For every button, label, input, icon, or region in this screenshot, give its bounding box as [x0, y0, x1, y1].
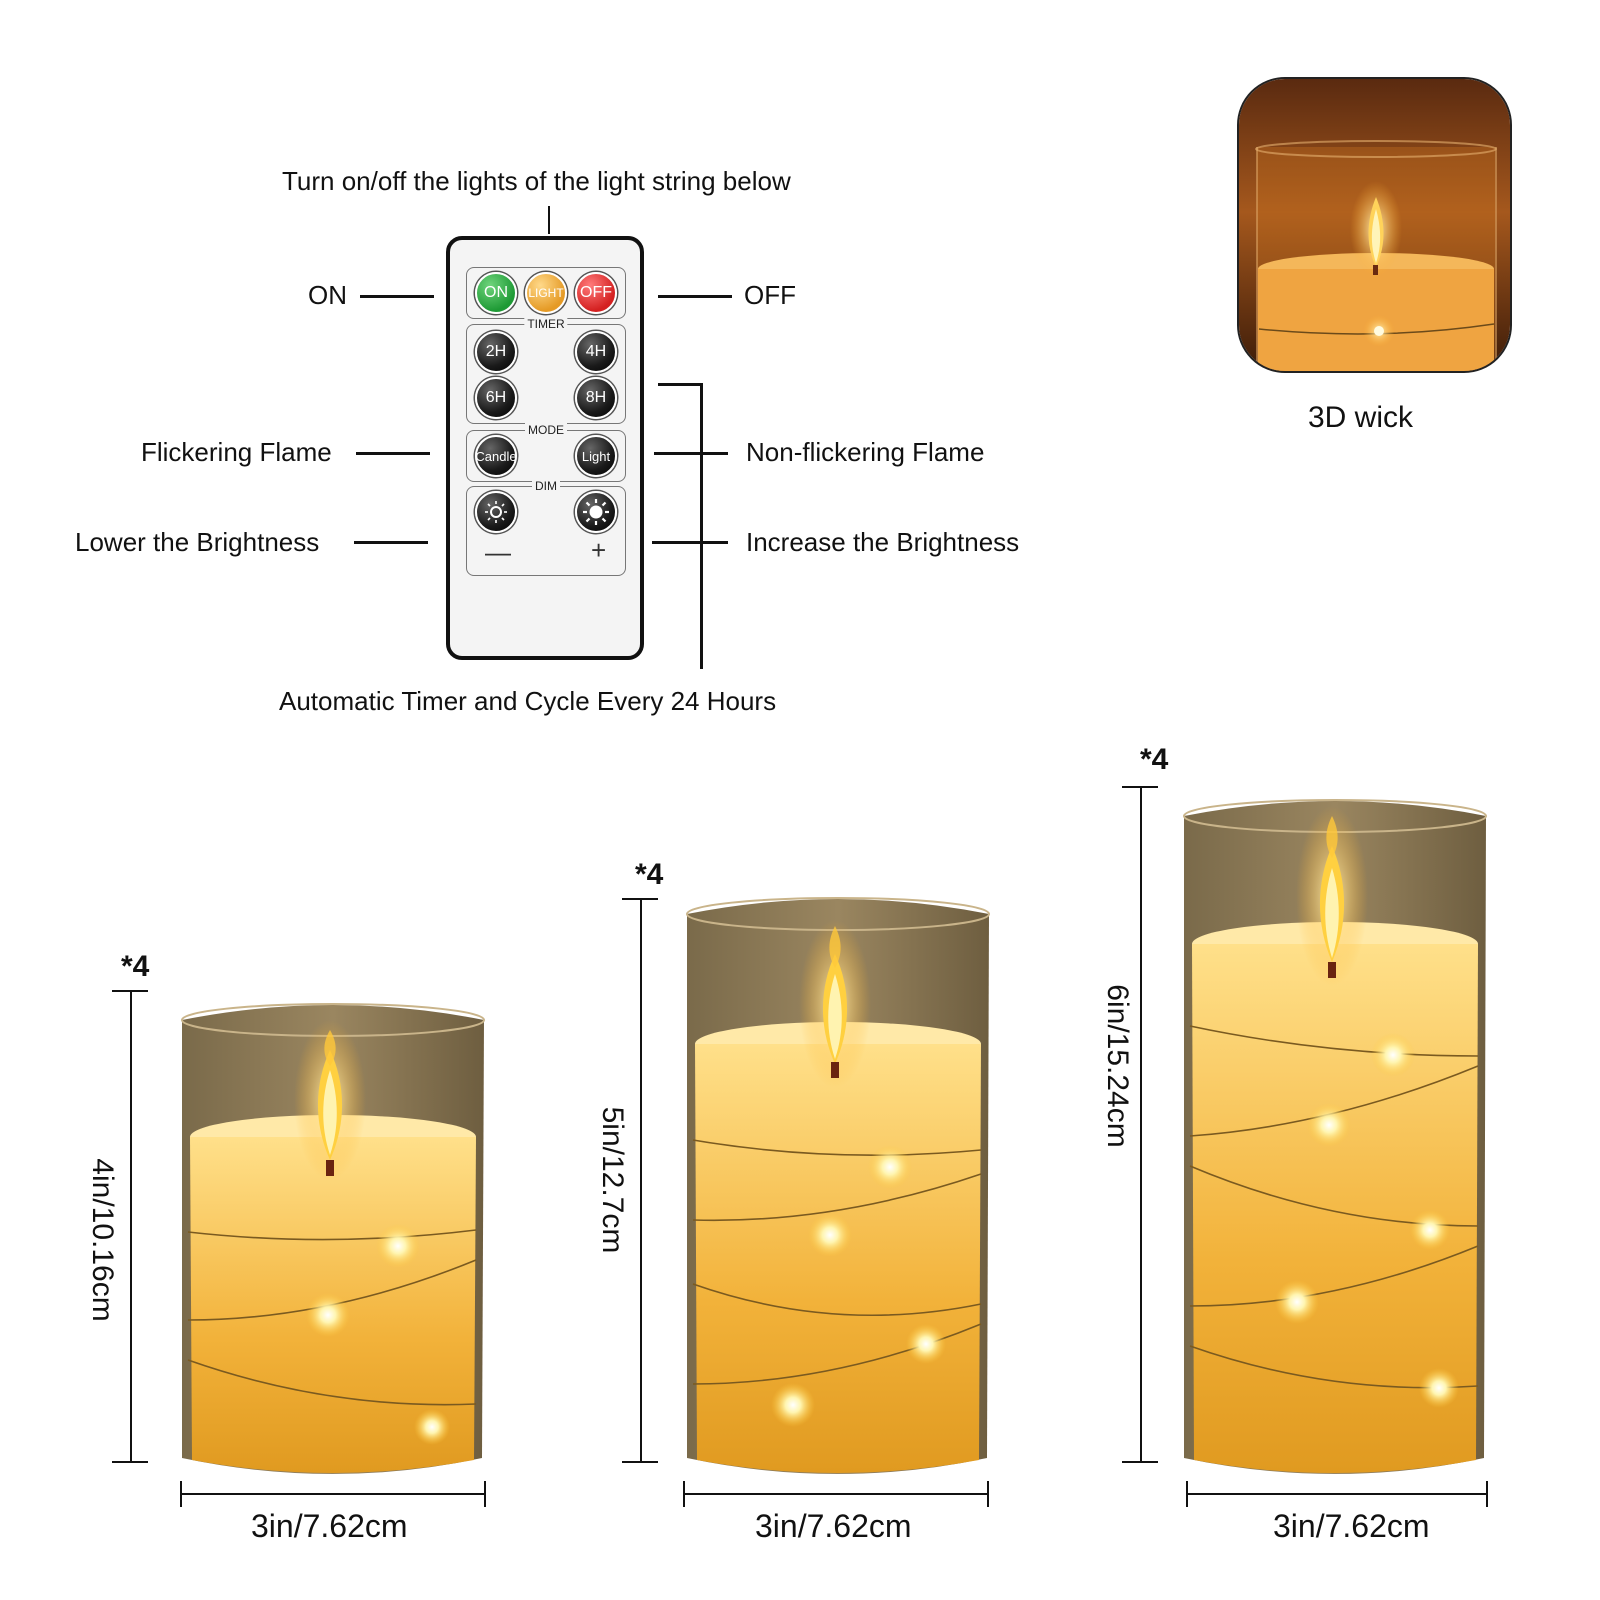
- wick-caption: 3D wick: [1308, 401, 1414, 434]
- candle3-qty: *4: [1140, 743, 1169, 776]
- remote-control: ON LIGHT OFF TIMER 2H 4H 6H 8H MODE Cand…: [446, 236, 644, 660]
- top-leader-line: [548, 206, 550, 234]
- lower-leader-line: [354, 541, 428, 544]
- nonflicker-leader-line: [654, 452, 728, 455]
- candle3-height-cap-bottom: [1122, 1461, 1158, 1463]
- increase-leader-line: [652, 541, 728, 544]
- candle3-image: [1183, 799, 1487, 1474]
- sun-large-icon: [583, 499, 609, 525]
- off-leader-line: [658, 295, 732, 298]
- candle1-image: [181, 1003, 485, 1474]
- dim-group: DIM —: [466, 479, 626, 576]
- candle2-height-line: [640, 898, 642, 1462]
- minus-sign: —: [485, 537, 511, 567]
- nonflicker-label: Non-flickering Flame: [746, 437, 985, 467]
- candle2-width-line: [683, 1493, 989, 1495]
- remote-top-label: Turn on/off the lights of the light stri…: [282, 166, 791, 196]
- mode-group: MODE Candle Light: [466, 423, 626, 482]
- timer-note: Automatic Timer and Cycle Every 24 Hours: [279, 686, 777, 716]
- candle1-height-line: [130, 990, 132, 1462]
- candle3-height-line: [1140, 786, 1142, 1462]
- power-group: ON LIGHT OFF: [466, 267, 626, 319]
- mode-title: MODE: [525, 423, 567, 437]
- candle2-width-cap-right: [987, 1481, 989, 1507]
- on-leader-line: [360, 295, 434, 298]
- candle2-height-cap-bottom: [622, 1461, 658, 1463]
- timer-bracket-top: [658, 383, 700, 386]
- wick-closeup-image: [1237, 77, 1512, 373]
- candle3-width-label: 3in/7.62cm: [1273, 1508, 1430, 1544]
- light-mode-button[interactable]: Light: [575, 435, 617, 477]
- candle2-image: [686, 897, 990, 1474]
- plus-sign: +: [591, 535, 607, 565]
- timer-4h-button[interactable]: 4H: [575, 331, 617, 373]
- dim-down-button[interactable]: [475, 491, 517, 533]
- dim-up-button[interactable]: [575, 491, 617, 533]
- dim-title: DIM: [532, 479, 560, 493]
- light-button[interactable]: LIGHT: [525, 272, 567, 314]
- candle2-height-label: 5in/12.7cm: [596, 1106, 629, 1254]
- candle1-height-label: 4in/10.16cm: [86, 1158, 119, 1322]
- candle2-qty: *4: [635, 858, 664, 891]
- candle2-width-label: 3in/7.62cm: [755, 1508, 912, 1544]
- timer-bracket-vertical: [700, 383, 703, 669]
- candle-mode-button[interactable]: Candle: [475, 435, 517, 477]
- flicker-leader-line: [356, 452, 430, 455]
- candle3-height-label: 6in/15.24cm: [1101, 984, 1134, 1148]
- off-button[interactable]: OFF: [575, 272, 617, 314]
- candle1-width-line: [180, 1493, 486, 1495]
- off-label: OFF: [744, 280, 796, 310]
- wick-closeup-art: [1239, 79, 1510, 371]
- timer-title: TIMER: [524, 317, 568, 331]
- on-label: ON: [308, 280, 347, 310]
- increase-brightness-label: Increase the Brightness: [746, 527, 1020, 557]
- candle1-width-label: 3in/7.62cm: [251, 1508, 408, 1544]
- sun-small-icon: [485, 501, 507, 523]
- lower-brightness-label: Lower the Brightness: [75, 527, 320, 557]
- candle1-width-cap-right: [484, 1481, 486, 1507]
- candle1-qty: *4: [121, 950, 150, 983]
- flicker-label: Flickering Flame: [141, 437, 332, 467]
- candle3-width-cap-right: [1486, 1481, 1488, 1507]
- timer-2h-button[interactable]: 2H: [475, 331, 517, 373]
- timer-group: TIMER 2H 4H 6H 8H: [466, 317, 626, 424]
- candle3-width-line: [1186, 1493, 1488, 1495]
- timer-6h-button[interactable]: 6H: [475, 377, 517, 419]
- candle1-height-cap-bottom: [112, 1461, 148, 1463]
- on-button[interactable]: ON: [475, 272, 517, 314]
- timer-8h-button[interactable]: 8H: [575, 377, 617, 419]
